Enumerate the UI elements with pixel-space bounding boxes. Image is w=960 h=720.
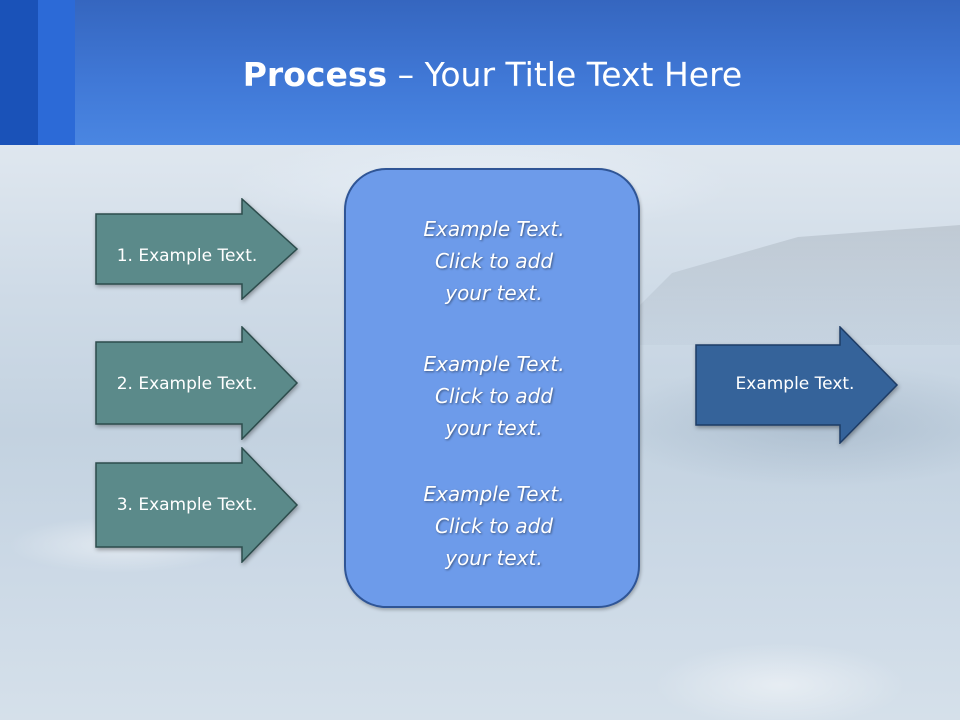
header-accent-block: [38, 0, 75, 145]
slide-title-bold: Process: [242, 55, 388, 94]
header-accent-block: [0, 0, 38, 145]
left-arrow-3[interactable]: [95, 447, 300, 563]
title-bar: Process – Your Title Text Here: [0, 0, 960, 145]
center-paragraph-1: Example Text. Click to add your text.: [423, 217, 565, 305]
center-paragraph-3: Example Text. Click to add your text.: [423, 482, 565, 570]
slide-title[interactable]: Process – Your Title Text Here: [0, 55, 960, 95]
left-arrow-1[interactable]: [95, 198, 300, 300]
right-arrow[interactable]: [695, 326, 900, 444]
center-paragraph-2: Example Text. Click to add your text.: [423, 352, 565, 440]
left-arrow-3-label: 3. Example Text.: [116, 495, 258, 515]
slide-title-rest: – Your Title Text Here: [387, 55, 743, 94]
left-arrow-2-label: 2. Example Text.: [116, 374, 258, 394]
left-arrow-2[interactable]: [95, 326, 300, 440]
right-arrow-label: Example Text.: [735, 374, 855, 394]
left-arrow-1-label: 1. Example Text.: [116, 246, 258, 266]
center-text-box[interactable]: Example Text. Click to add your text. Ex…: [344, 168, 640, 608]
